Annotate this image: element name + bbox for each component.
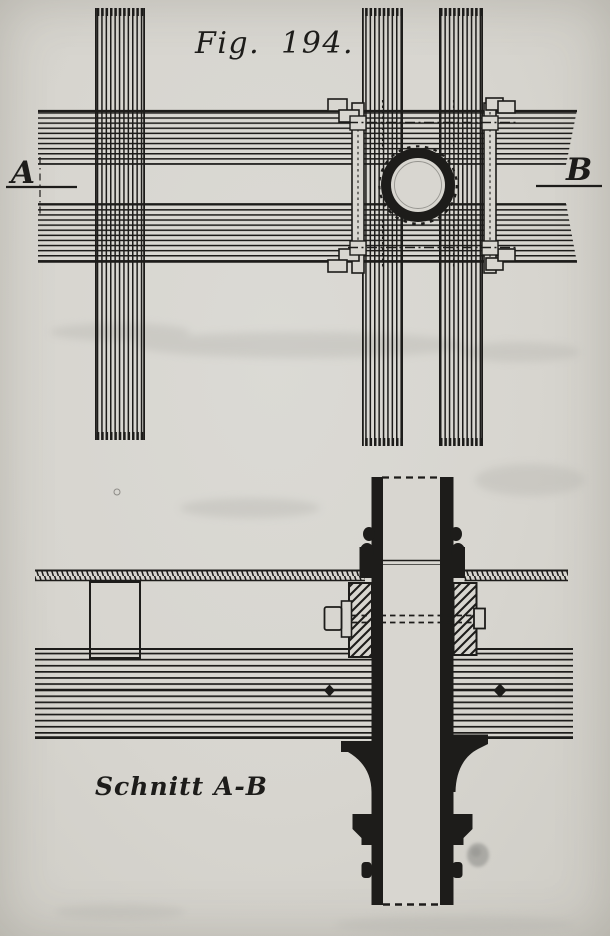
- pipe-lug-left: [361, 862, 372, 878]
- print-smudge: [467, 843, 489, 867]
- plan-joist-3: [438, 8, 484, 446]
- section-caption: Schnitt A-B: [95, 772, 268, 801]
- pipe-plan-ring: [378, 145, 458, 225]
- beam-bolt-dot-left: [324, 684, 335, 697]
- section-beams-side: [35, 647, 573, 739]
- pipe-bracket-left: [341, 741, 383, 792]
- joist-section-2: [348, 582, 373, 658]
- pipe-section: [341, 476, 488, 906]
- pipe-lug-right: [452, 862, 463, 878]
- floor-boarding: [35, 569, 568, 582]
- hidden-pipe-edges: [381, 100, 455, 268]
- figure-caption: Fig. 194.: [194, 26, 354, 61]
- bolt-head: [327, 259, 348, 273]
- bolt-head: [497, 248, 516, 262]
- bolt-head: [323, 606, 343, 631]
- pipe-flange-lower-left: [352, 814, 372, 845]
- pipe-socket-upper: [359, 527, 465, 578]
- pipe-bracket-right: [440, 734, 488, 792]
- bolt-head: [497, 100, 516, 114]
- section-marker-a-label: A: [8, 155, 35, 191]
- beam-bolt-dot-right: [493, 683, 507, 698]
- joist-section-3: [452, 582, 478, 656]
- section-marker-b: B: [536, 152, 602, 188]
- section-marker-a: A: [6, 155, 77, 215]
- pipe-wall-left: [371, 477, 383, 905]
- section-marker-b-label: B: [565, 152, 592, 188]
- plan-joist-2: [361, 8, 404, 446]
- bolt-axis-lines: [348, 121, 516, 249]
- pipe-bore: [382, 476, 441, 906]
- pipe-clamp-strap-left: [351, 102, 365, 274]
- plan-joist-1: [95, 8, 146, 440]
- joist-section-1: [89, 581, 141, 659]
- bolt-head: [473, 607, 486, 630]
- pipe-flange-lower-right: [453, 814, 473, 845]
- bolt-washer-plate: [340, 600, 353, 638]
- section-clamp-bolt: [323, 600, 486, 638]
- pipe-wall-right: [440, 477, 454, 905]
- paper-speck: [113, 488, 121, 496]
- bolt-head: [327, 98, 348, 112]
- section-view: Schnitt A-B: [35, 476, 573, 906]
- plan-view: A B Fig. 194.: [6, 8, 602, 446]
